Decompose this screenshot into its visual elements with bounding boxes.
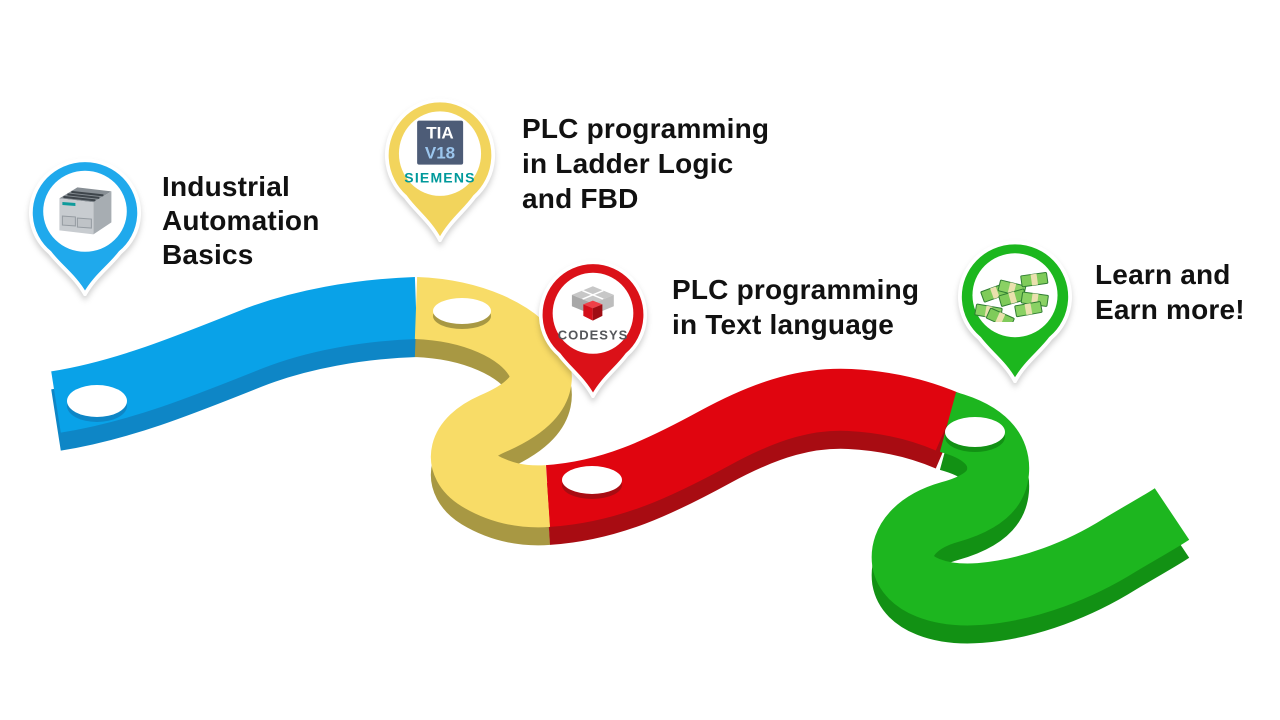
money-pile-icon bbox=[973, 253, 1058, 337]
plc-device-icon bbox=[43, 171, 126, 252]
tia-portal-siemens-logo: TIA V18 SIEMENS bbox=[399, 111, 481, 196]
road-milestone-dots bbox=[67, 298, 1005, 499]
codesys-wordmark: CODESYS bbox=[557, 327, 629, 343]
codesys-cubes-icon bbox=[572, 286, 614, 321]
tia-v18-badge: TIA V18 bbox=[417, 121, 463, 166]
plc-device-drawing bbox=[59, 187, 111, 235]
road-segment-yellow bbox=[414, 277, 572, 528]
v18-text: V18 bbox=[424, 144, 456, 164]
milestone-label-industrial-automation: Industrial Automation Basics bbox=[162, 171, 320, 270]
road-segment-green bbox=[871, 392, 1190, 626]
milestone-dot-3 bbox=[562, 466, 622, 494]
milestone-pin-learn-earn bbox=[957, 238, 1073, 383]
milestone-pin-industrial-automation bbox=[28, 156, 142, 296]
road-segment-red bbox=[545, 368, 961, 527]
milestone-pin-text-language: CODESYS bbox=[538, 258, 648, 398]
milestone-dot-4 bbox=[945, 417, 1005, 447]
tia-text: TIA bbox=[426, 124, 454, 144]
milestone-label-learn-earn: Learn and Earn more! bbox=[1095, 259, 1245, 325]
milestone-label-text-language: PLC programming in Text language bbox=[672, 274, 920, 340]
milestone-dot-2 bbox=[433, 298, 491, 324]
milestone-dot-1 bbox=[67, 385, 127, 417]
siemens-wordmark: SIEMENS bbox=[404, 170, 476, 187]
milestone-label-ladder-logic: PLC programming in Ladder Logic and FBD bbox=[522, 113, 770, 214]
milestone-pin-ladder-logic: TIA V18 SIEMENS bbox=[384, 96, 496, 242]
codesys-logo: CODESYS bbox=[553, 273, 633, 354]
money-pile-drawing bbox=[974, 272, 1050, 323]
